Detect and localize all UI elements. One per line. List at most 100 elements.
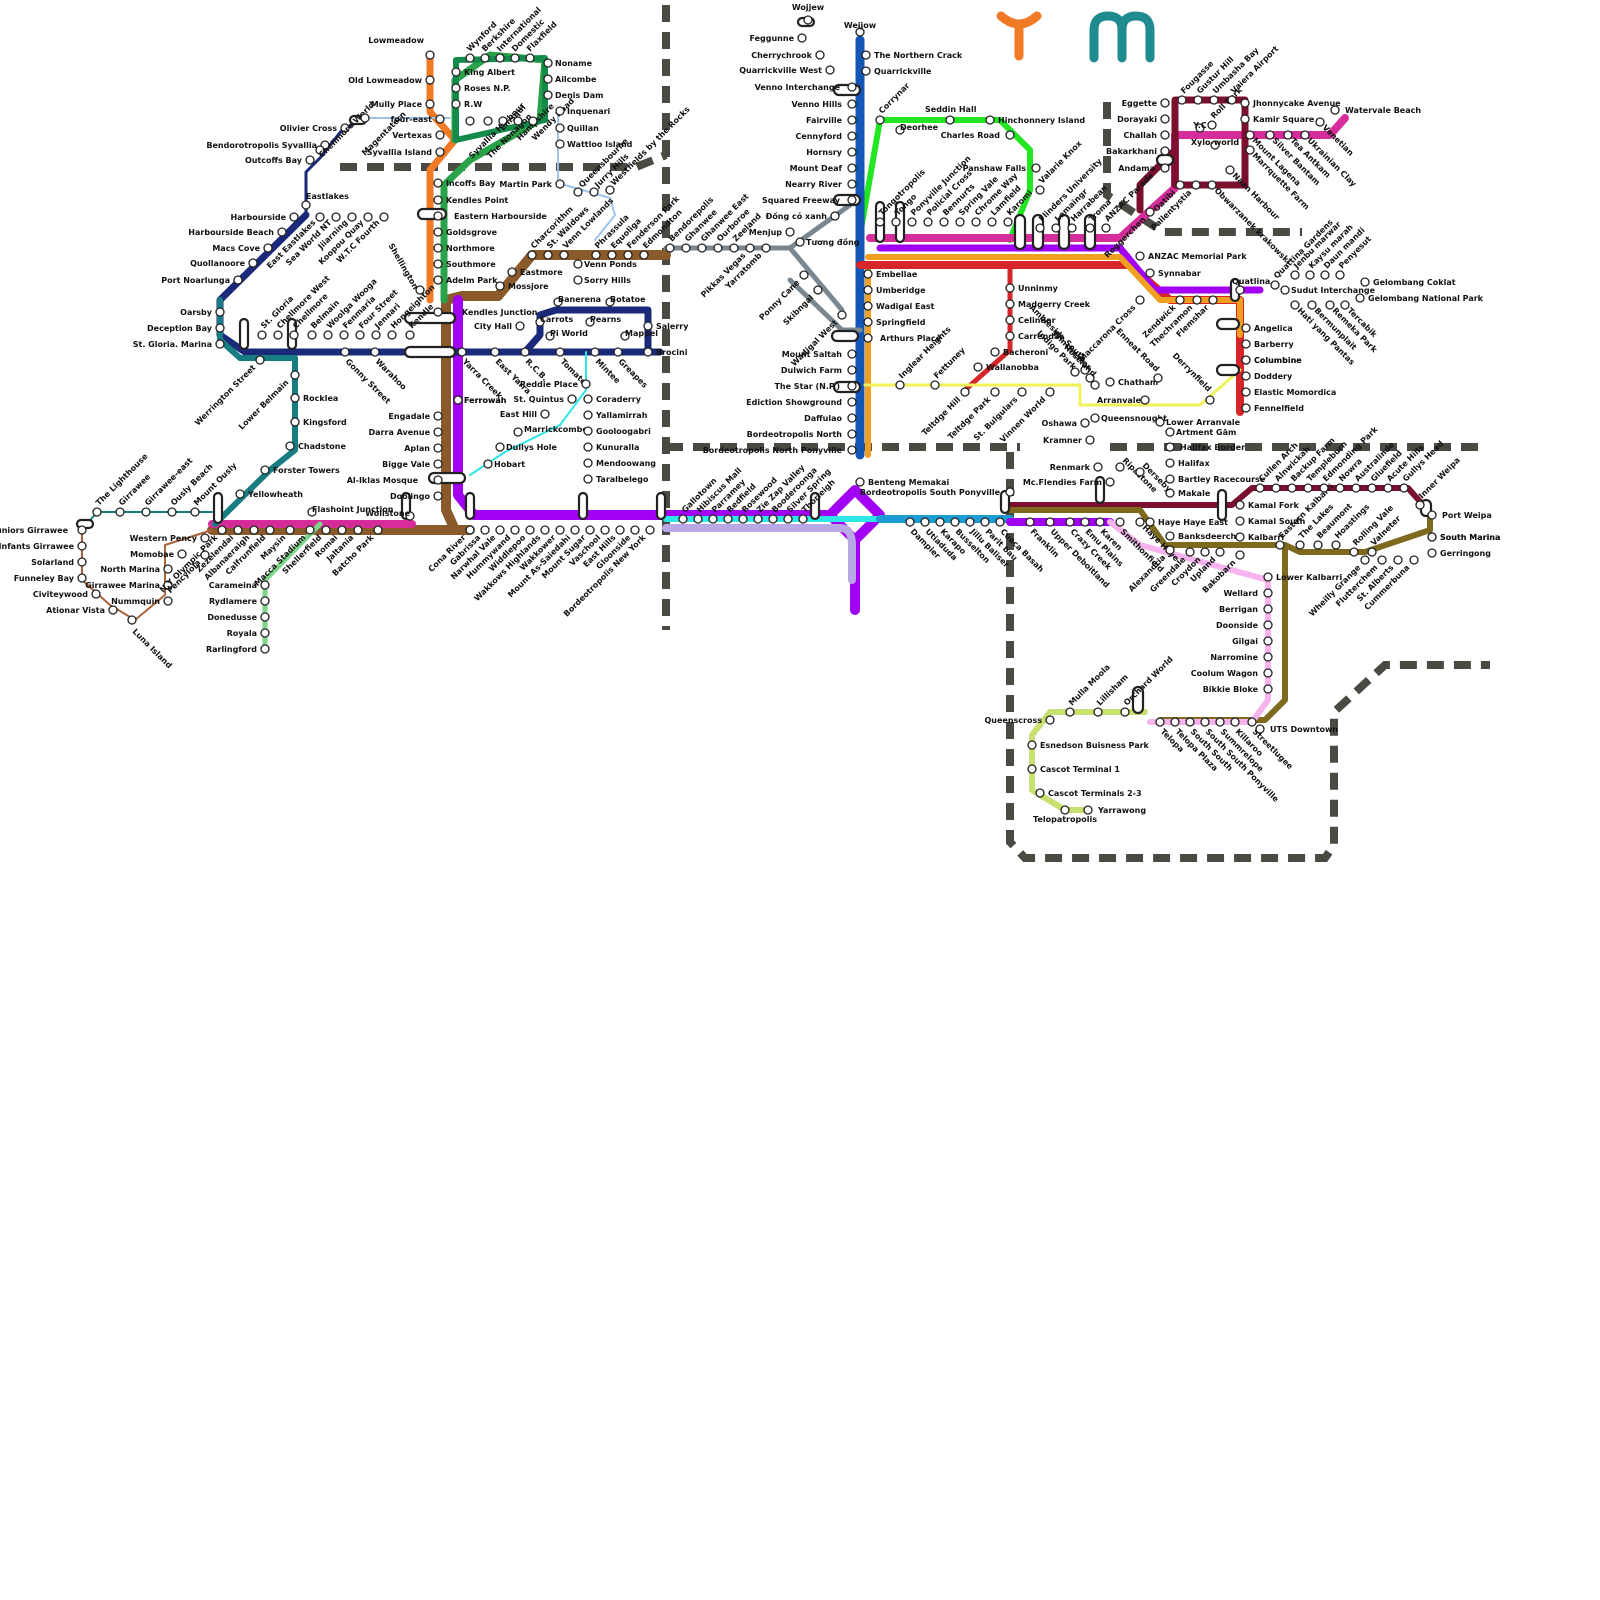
station[interactable]: Roses N.P. xyxy=(452,84,511,93)
station-marker[interactable] xyxy=(322,526,330,534)
station-marker[interactable] xyxy=(1301,131,1309,139)
station-marker[interactable] xyxy=(496,526,504,534)
station[interactable]: Bikkie Bloke xyxy=(1203,685,1272,694)
station[interactable]: Bordeotropolis North xyxy=(747,430,856,439)
station-marker[interactable] xyxy=(1006,488,1014,496)
station[interactable]: Doddery xyxy=(1242,372,1293,381)
station-marker[interactable] xyxy=(1032,164,1040,172)
station[interactable]: Rarlingford xyxy=(206,645,269,654)
station[interactable]: Renmark xyxy=(1050,463,1102,472)
station-marker[interactable] xyxy=(1236,286,1244,294)
station-marker[interactable] xyxy=(291,418,299,426)
station-marker[interactable] xyxy=(574,276,582,284)
station-marker[interactable] xyxy=(1368,484,1376,492)
station-marker[interactable] xyxy=(946,116,954,124)
station-marker[interactable] xyxy=(1091,381,1099,389)
station-marker[interactable] xyxy=(991,388,999,396)
station-marker[interactable] xyxy=(234,276,242,284)
station-marker[interactable] xyxy=(1248,718,1256,726)
station-marker[interactable] xyxy=(1028,765,1036,773)
station-marker[interactable] xyxy=(541,526,549,534)
station[interactable]: Venno Hills xyxy=(791,100,856,109)
interchange-marker[interactable] xyxy=(214,493,222,523)
station-marker[interactable] xyxy=(1209,296,1217,304)
station-marker[interactable] xyxy=(1121,708,1129,716)
station-marker[interactable] xyxy=(406,331,414,339)
interchange-marker[interactable] xyxy=(1015,215,1025,249)
station-marker[interactable] xyxy=(991,348,999,356)
station[interactable]: Salerry xyxy=(644,322,689,331)
station-marker[interactable] xyxy=(1428,511,1436,519)
station-marker[interactable] xyxy=(481,526,489,534)
station[interactable]: Rocklea xyxy=(291,394,338,403)
station-marker[interactable] xyxy=(466,526,474,534)
station-marker[interactable] xyxy=(1241,115,1249,123)
station-marker[interactable] xyxy=(848,196,856,204)
station-marker[interactable] xyxy=(864,286,872,294)
station[interactable]: Kunuralla xyxy=(584,443,639,452)
station-marker[interactable] xyxy=(584,443,592,451)
station[interactable]: Columbine xyxy=(1242,356,1302,365)
station-marker[interactable] xyxy=(1176,296,1184,304)
station-marker[interactable] xyxy=(574,260,582,268)
station-marker[interactable] xyxy=(831,212,839,220)
station[interactable]: Kramner xyxy=(1043,436,1094,445)
station[interactable]: Harbourside Beach xyxy=(188,228,286,237)
station-marker[interactable] xyxy=(426,76,434,84)
station-marker[interactable] xyxy=(264,244,272,252)
station-marker[interactable] xyxy=(784,515,792,523)
station-marker[interactable] xyxy=(1091,414,1099,422)
station-marker[interactable] xyxy=(434,460,442,468)
station[interactable]: Wadigal East xyxy=(864,302,935,311)
station-marker[interactable] xyxy=(1242,340,1250,348)
station[interactable]: Cennyford xyxy=(795,132,856,141)
station-marker[interactable] xyxy=(434,412,442,420)
station-marker[interactable] xyxy=(454,396,462,404)
station-marker[interactable] xyxy=(931,381,939,389)
station[interactable]: Macs Cove xyxy=(212,244,272,253)
station[interactable]: Quarrickville xyxy=(862,67,932,76)
station-marker[interactable] xyxy=(1236,533,1244,541)
station[interactable]: St. Bulgulars xyxy=(972,388,1026,443)
station[interactable]: Banerena xyxy=(554,295,601,306)
station-marker[interactable] xyxy=(1166,546,1174,554)
station[interactable]: Kamal Fork xyxy=(1236,501,1299,510)
station-marker[interactable] xyxy=(951,518,959,526)
station-marker[interactable] xyxy=(521,348,529,356)
station-marker[interactable] xyxy=(216,324,224,332)
station-marker[interactable] xyxy=(78,558,86,566)
station[interactable]: East Hill xyxy=(500,410,549,419)
station-marker[interactable] xyxy=(1264,653,1272,661)
station-marker[interactable] xyxy=(848,366,856,374)
station-marker[interactable] xyxy=(1116,518,1124,526)
station[interactable]: Esnedson Buisness Park xyxy=(1028,741,1150,750)
station-marker[interactable] xyxy=(1361,278,1369,286)
station[interactable]: Bendorotropolis Syvallia xyxy=(206,141,329,150)
station[interactable]: Shellington xyxy=(386,242,424,294)
station-marker[interactable] xyxy=(1006,316,1014,324)
station[interactable]: Orchard World xyxy=(1121,655,1175,716)
station-marker[interactable] xyxy=(601,526,609,534)
station-marker[interactable] xyxy=(1066,518,1074,526)
station-marker[interactable] xyxy=(434,276,442,284)
station-marker[interactable] xyxy=(1264,637,1272,645)
station-marker[interactable] xyxy=(1271,281,1279,289)
station-marker[interactable] xyxy=(308,331,316,339)
station[interactable]: Syvallia Island xyxy=(367,148,444,157)
station-marker[interactable] xyxy=(956,218,964,226)
station[interactable]: Kingsford xyxy=(291,418,347,427)
station-marker[interactable] xyxy=(1242,388,1250,396)
station[interactable]: Ationar Vista xyxy=(46,606,117,615)
station[interactable]: Nummquin xyxy=(111,597,172,606)
station-marker[interactable] xyxy=(848,430,856,438)
station[interactable]: Bordeotropolis North Ponyville xyxy=(703,446,856,455)
station-marker[interactable] xyxy=(786,228,794,236)
station[interactable]: Deception Bay xyxy=(147,324,224,333)
station[interactable]: Lowmeadow xyxy=(368,36,434,59)
station-marker[interactable] xyxy=(1176,181,1184,189)
station-marker[interactable] xyxy=(1331,106,1339,114)
station-marker[interactable] xyxy=(582,380,590,388)
station[interactable]: Mully Place xyxy=(371,100,434,109)
station-marker[interactable] xyxy=(666,244,674,252)
station[interactable]: Sorry Hills xyxy=(574,276,631,285)
